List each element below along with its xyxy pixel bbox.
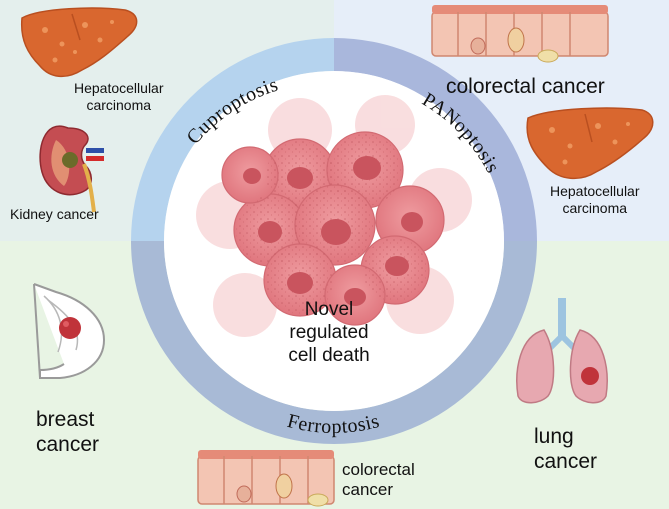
ring-segment-cuproptosis — [131, 38, 334, 241]
label-hcc-right: Hepatocellular carcinoma — [550, 183, 640, 216]
label-breast-cancer: breast cancer — [36, 408, 100, 457]
center-line-1: Novel — [304, 299, 354, 320]
label-colorectal-bottom: colorectal cancer — [342, 460, 415, 500]
label-hcc-top-left: Hepatocellular carcinoma — [74, 80, 164, 113]
center-label: Novel regulated cell death — [255, 298, 403, 368]
liver-icon — [20, 7, 138, 78]
label-lung-cancer: lung cancer — [534, 425, 598, 474]
ring-segment-panoptosis — [334, 38, 537, 241]
liver-icon-right — [526, 107, 654, 180]
label-colorectal-top: colorectal cancer — [446, 75, 605, 98]
center-line-2: regulated — [289, 322, 369, 344]
breast-icon — [33, 283, 106, 379]
ring-segment-ferroptosis — [131, 241, 537, 444]
kidney-icon — [39, 125, 104, 213]
colon-icon — [431, 5, 609, 63]
colon-icon-bottom — [197, 450, 335, 507]
cancer-cell-cluster-icon — [196, 95, 472, 337]
center-line-3: cell death — [288, 345, 370, 367]
lungs-icon — [516, 298, 608, 404]
label-kidney-cancer: Kidney cancer — [10, 206, 99, 222]
